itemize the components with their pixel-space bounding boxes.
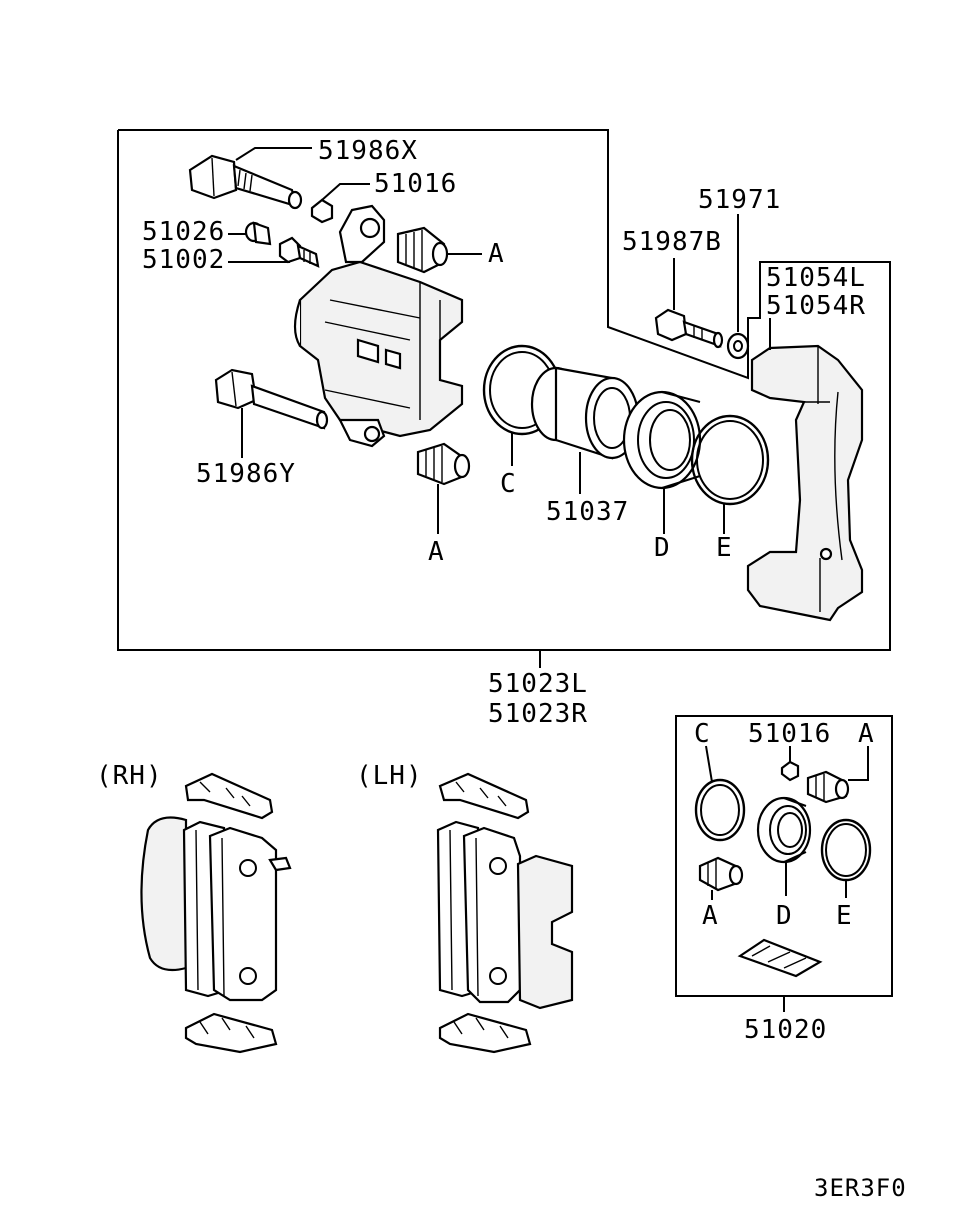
kit-boot-a-top bbox=[806, 770, 850, 804]
label-c: C bbox=[500, 469, 517, 499]
cap-51026 bbox=[244, 221, 272, 246]
label-kit-d: D bbox=[776, 901, 793, 931]
label-kit-51016: 51016 bbox=[748, 719, 831, 749]
piston-51037 bbox=[530, 366, 640, 460]
label-51971: 51971 bbox=[698, 185, 781, 215]
leader-51016-top bbox=[321, 183, 370, 201]
kit-grease-packet bbox=[737, 938, 823, 978]
label-51023r: 51023R bbox=[488, 699, 588, 729]
label-a-top: A bbox=[488, 239, 505, 269]
bleeder-screw-51002 bbox=[278, 236, 320, 268]
guide-pin-51986x bbox=[188, 154, 303, 210]
label-51037: 51037 bbox=[546, 497, 629, 527]
bushing-51016 bbox=[310, 198, 334, 224]
bolt-51987b bbox=[654, 308, 724, 349]
pad-set-rh bbox=[140, 772, 292, 1054]
dust-boot-d bbox=[622, 390, 702, 490]
label-51016-top: 51016 bbox=[374, 169, 457, 199]
leader-kit-c bbox=[705, 745, 713, 783]
label-51986x: 51986X bbox=[318, 136, 418, 166]
label-kit-e: E bbox=[836, 901, 853, 931]
label-51002: 51002 bbox=[142, 245, 225, 275]
caliper-assembly-frame bbox=[117, 129, 891, 651]
leader-51986x bbox=[235, 147, 312, 161]
leader-kit-a-top bbox=[848, 746, 869, 781]
diagram-code: 3ER3F0 bbox=[814, 1174, 907, 1202]
label-a-bottom: A bbox=[428, 537, 445, 567]
label-51987b: 51987B bbox=[622, 227, 722, 257]
pad-set-lh bbox=[436, 772, 574, 1054]
kit-dust-boot-d bbox=[756, 796, 812, 864]
kit-boot-a-bottom bbox=[698, 856, 744, 892]
label-e: E bbox=[716, 533, 733, 563]
label-51026: 51026 bbox=[142, 217, 225, 247]
washer-51971 bbox=[726, 332, 750, 360]
label-rh: (RH) bbox=[96, 761, 163, 791]
guide-boot-a-bottom bbox=[416, 442, 471, 486]
label-kit-c: C bbox=[694, 719, 711, 749]
kit-ring-e bbox=[820, 818, 872, 882]
label-51054r: 51054R bbox=[766, 291, 866, 321]
kit-seal-c bbox=[694, 778, 746, 842]
caliper-body bbox=[293, 204, 464, 448]
label-d: D bbox=[654, 533, 671, 563]
label-51054l: 51054L bbox=[766, 263, 866, 293]
label-kit-a-bottom: A bbox=[702, 901, 719, 931]
caliper-bracket-51054 bbox=[746, 344, 864, 622]
label-51020: 51020 bbox=[744, 1015, 827, 1045]
label-51986y: 51986Y bbox=[196, 459, 296, 489]
guide-boot-a-top bbox=[396, 226, 449, 274]
guide-pin-51986y bbox=[214, 368, 329, 430]
label-lh: (LH) bbox=[356, 761, 423, 791]
ring-e bbox=[690, 414, 770, 506]
label-51023l: 51023L bbox=[488, 669, 588, 699]
label-kit-a-top: A bbox=[858, 719, 875, 749]
kit-bushing-51016 bbox=[780, 760, 800, 782]
